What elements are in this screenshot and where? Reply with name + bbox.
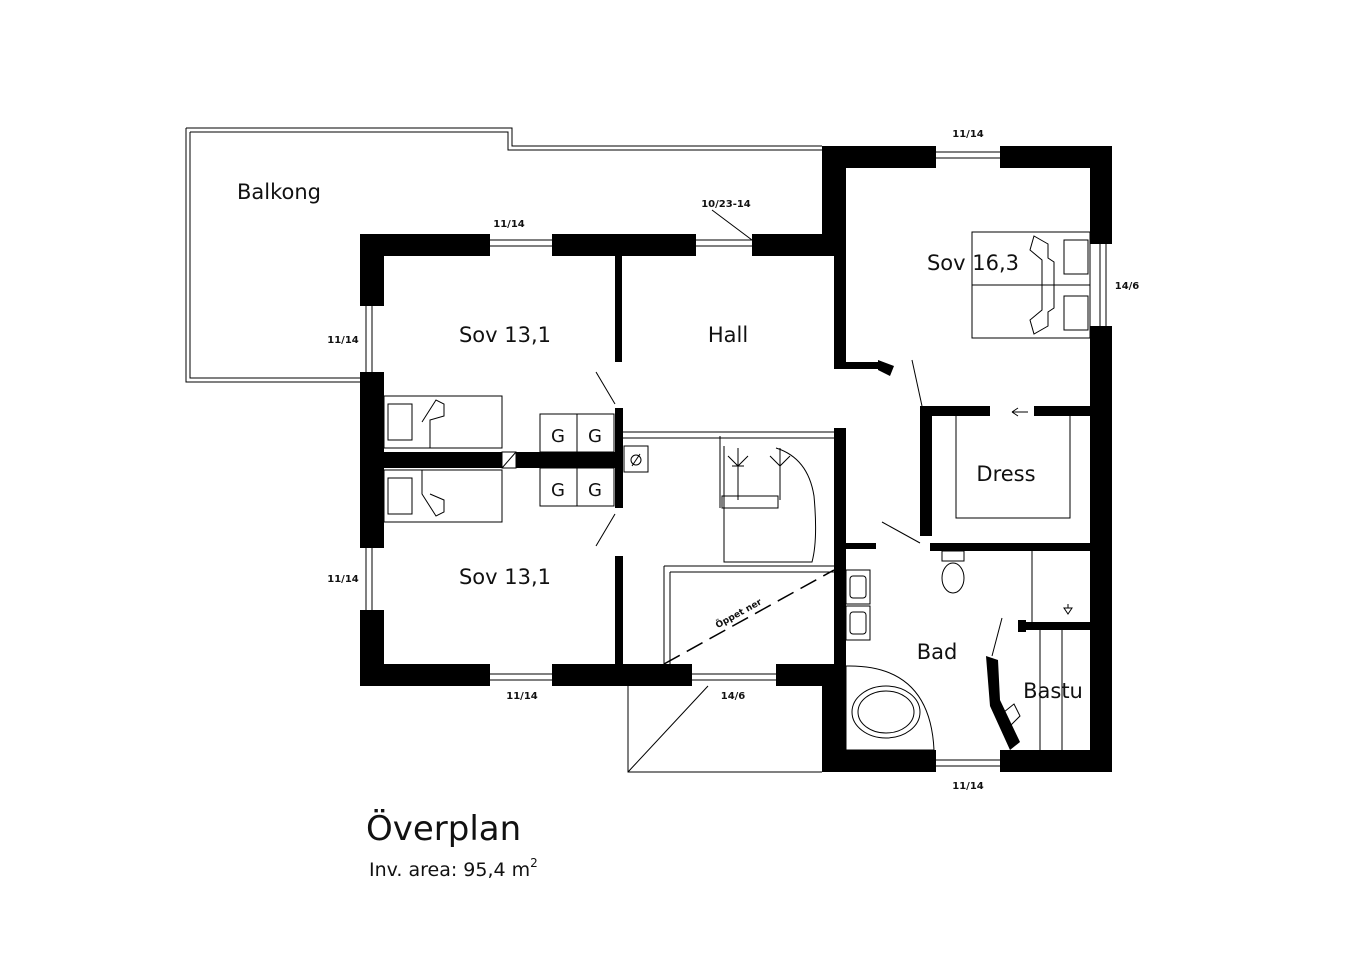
room-label-bad: Bad [917, 640, 958, 664]
window-label-east: 14/6 [1115, 281, 1140, 292]
dress-shelving [955, 416, 1071, 519]
wardrobe-mark-2: G [588, 426, 602, 447]
wardrobe-mark-4: G [588, 480, 602, 501]
room-label-sov-upper: Sov 13,1 [459, 323, 551, 347]
stair-railing [623, 431, 834, 563]
master-bed [971, 231, 1091, 339]
room-label-hall: Hall [708, 323, 748, 347]
balcony-outline [185, 127, 822, 383]
door-swings [595, 359, 1028, 657]
void-note: Öppet ner [714, 596, 764, 631]
room-label-sov-lower: Sov 13,1 [459, 565, 551, 589]
window-label-west-lower: 11/14 [327, 574, 359, 585]
plan-area: Inv. area: 95,4 m2 [369, 856, 538, 881]
open-void [627, 565, 835, 773]
window-label-top-left: 11/14 [493, 219, 525, 230]
windows [365, 151, 1107, 767]
window-label-top-right: 11/14 [952, 129, 984, 140]
wardrobes [501, 413, 615, 507]
window-label-bottom-right: 11/14 [952, 781, 984, 792]
plan-area-label: Inv. area: 95,4 m [369, 859, 530, 881]
plan-title: Överplan [366, 808, 521, 849]
room-label-sov-master: Sov 16,3 [927, 251, 1019, 275]
beds-small-bedrooms [383, 395, 503, 523]
room-label-dress: Dress [976, 462, 1035, 486]
wardrobe-mark-1: G [551, 426, 565, 447]
window-label-west-upper: 11/14 [327, 335, 359, 346]
room-label-balkong: Balkong [237, 180, 321, 204]
sauna-benches [1003, 604, 1073, 750]
walls [360, 146, 1112, 772]
window-label-bottom-mid: 14/6 [721, 691, 746, 702]
window-label-bottom-left: 11/14 [506, 691, 538, 702]
plan-area-sup: 2 [530, 856, 538, 870]
bath-fixtures [845, 550, 1033, 751]
room-label-bastu: Bastu [1023, 679, 1083, 703]
wardrobe-mark-3: G [551, 480, 565, 501]
window-label-hall-door: 10/23-14 [701, 199, 751, 210]
